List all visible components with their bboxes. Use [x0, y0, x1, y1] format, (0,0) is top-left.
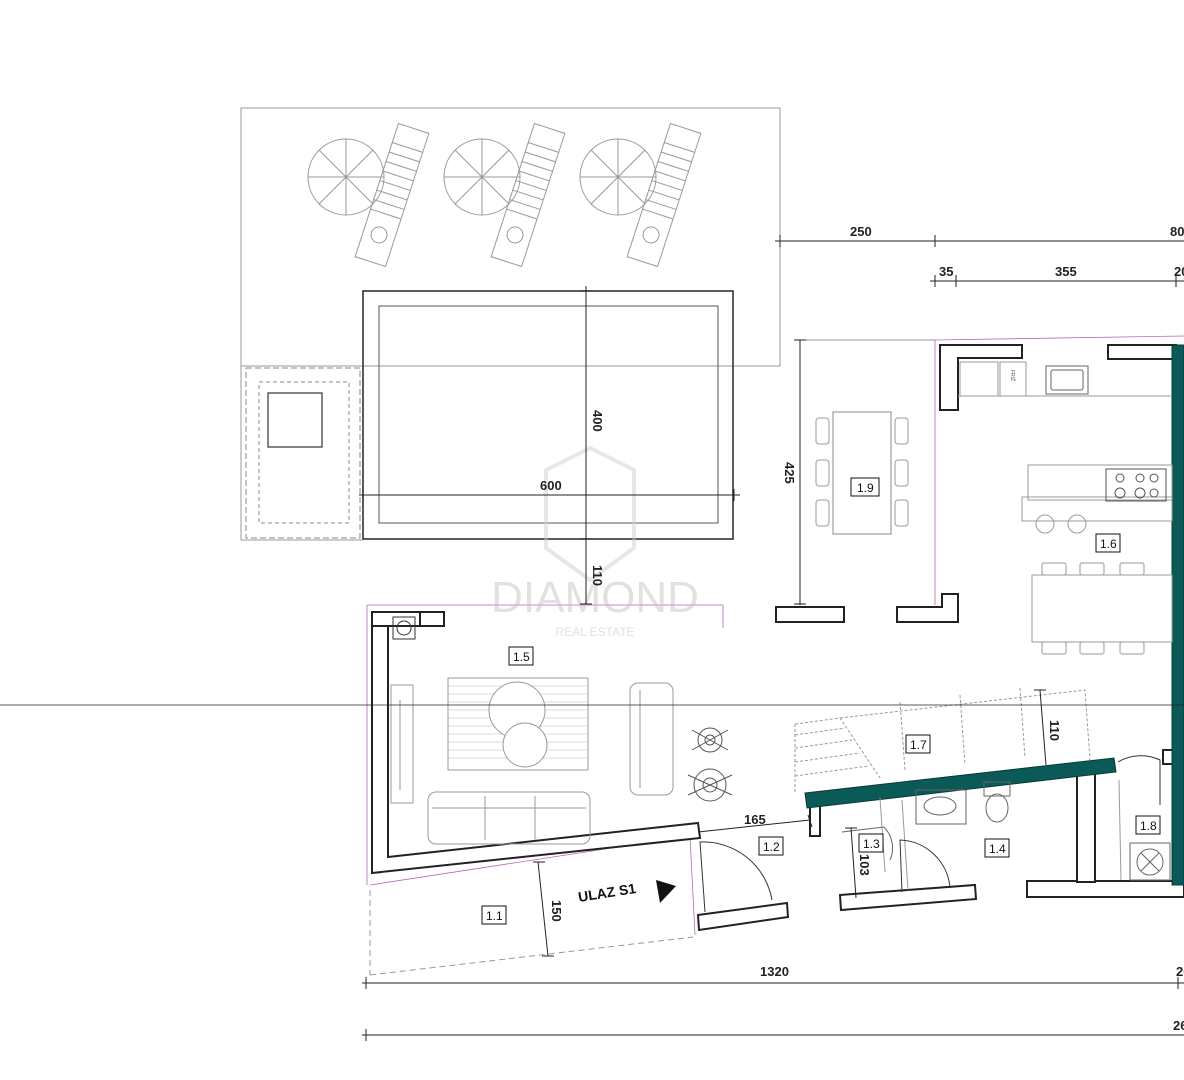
room-tag-1-1: 1.1: [486, 909, 503, 923]
room-tag-1-7: 1.7: [910, 738, 927, 752]
room-tag-1-6: 1.6: [1100, 537, 1117, 551]
dim-250: 250: [850, 224, 872, 239]
dim-110-pool: 110: [590, 565, 605, 586]
living-room-furniture: [390, 616, 733, 845]
dim-20-top: 20: [1174, 264, 1184, 279]
room-tag-1-4: 1.4: [989, 842, 1006, 856]
room-tag-1-3: 1.3: [863, 837, 880, 851]
dim-20-bottom: 20: [1176, 964, 1184, 979]
dim-110-stair: 110: [1047, 720, 1062, 741]
sunbed-group-2: [443, 122, 566, 268]
entrance-label: ULAZ S1: [577, 880, 637, 905]
dim-150: 150: [549, 900, 564, 922]
fridge-label: FRIŽ: [1009, 370, 1017, 381]
staircase: [794, 687, 1091, 792]
room-tag-1-5: 1.5: [513, 650, 530, 664]
sunbed-group-1: [307, 122, 430, 268]
plant-icon: [687, 727, 733, 802]
dim-600: 600: [540, 478, 562, 493]
pool-terrace: [240, 107, 781, 541]
watermark-tagline: REAL ESTATE: [555, 625, 634, 639]
dimension-lines: [0, 235, 1184, 1041]
dim-26: 26: [1173, 1018, 1184, 1033]
kitchen-furniture: [958, 361, 1173, 655]
swimming-pool: [362, 290, 734, 540]
watermark-brand: DIAMOND: [491, 573, 699, 622]
dim-355: 355: [1055, 264, 1077, 279]
entrance-arrow-icon: [656, 880, 676, 903]
watermark: DIAMOND REAL ESTATE: [491, 445, 699, 639]
dim-35: 35: [939, 264, 953, 279]
sunbed-group-3: [579, 122, 702, 268]
dim-1320: 1320: [760, 964, 789, 979]
utility-fixtures: [1118, 779, 1171, 881]
dim-425: 425: [782, 462, 797, 484]
boundary-lines: [366, 335, 1184, 936]
shield-icon: [544, 445, 636, 583]
accent-walls: [804, 344, 1184, 886]
outdoor-shower: [245, 367, 361, 539]
dim-400: 400: [590, 410, 605, 432]
room-tag-1-2: 1.2: [763, 840, 780, 854]
exterior-walls: [371, 344, 1184, 932]
dim-165: 165: [744, 812, 766, 827]
dim-800: 800: [1170, 224, 1184, 239]
door-swings: [699, 755, 1161, 913]
bathroom-fixtures: [879, 781, 1011, 891]
room-tag-1-9: 1.9: [857, 481, 874, 495]
room-tags: [481, 477, 1161, 925]
dim-103: 103: [857, 854, 872, 876]
hob-icon: [1114, 473, 1159, 499]
boundary-dashed: [369, 890, 694, 976]
room-tag-1-8: 1.8: [1140, 819, 1157, 833]
covered-terrace: [799, 339, 935, 605]
